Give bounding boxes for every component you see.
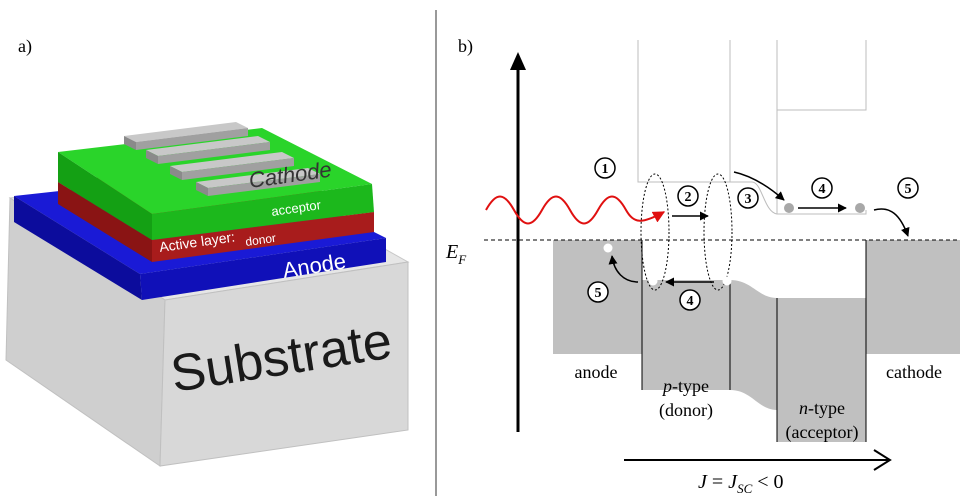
substrate-front-face	[159, 261, 409, 467]
exciton-ellipse	[640, 173, 670, 291]
cathode-strip	[146, 136, 270, 164]
region-label-p-type: p-type	[661, 376, 709, 396]
panel-a-label: a)	[18, 36, 32, 57]
step-marker-5-electron: 5	[897, 177, 919, 199]
hole-extraction-arrow	[608, 255, 639, 283]
photon-wave	[485, 195, 666, 225]
region-label-n-type: n-type	[799, 398, 845, 418]
fermi-level-label: EF	[445, 241, 467, 267]
hole-dot	[722, 276, 732, 286]
panel-b-label: b)	[458, 36, 473, 57]
region-label-donor: (donor)	[659, 400, 713, 421]
region-label-cathode: cathode	[886, 362, 942, 382]
step-marker-4-electron: 4	[811, 177, 833, 199]
hole-dot	[603, 243, 613, 253]
svg-text:4: 4	[687, 294, 694, 309]
cathode-strips	[124, 122, 320, 196]
electron-dot	[855, 203, 865, 213]
svg-text:4: 4	[819, 182, 826, 197]
region-label-acceptor: (acceptor)	[786, 422, 859, 443]
region-label-anode: anode	[575, 362, 618, 382]
electron-extraction-arrow	[873, 208, 910, 237]
step-marker-5-hole: 5	[587, 281, 609, 303]
band-diagram-fill	[553, 240, 960, 442]
step-marker-2: 2	[677, 185, 699, 207]
hole-dot	[648, 276, 658, 286]
lumo-outline-upper	[637, 40, 867, 183]
svg-text:3: 3	[745, 192, 752, 207]
donor-front-face	[152, 212, 374, 262]
acceptor-left-face	[58, 152, 152, 240]
acceptor-label: acceptor	[270, 197, 322, 219]
energy-axis-arrowhead	[510, 52, 526, 70]
donor-label: donor	[244, 231, 276, 249]
step-marker-1: 1	[594, 157, 616, 179]
current-label: J = JSC < 0	[698, 471, 784, 496]
svg-text:2: 2	[685, 190, 692, 205]
anode-front-face	[140, 238, 386, 300]
svg-text:5: 5	[905, 182, 912, 197]
current-direction-arrowhead	[873, 449, 892, 471]
cathode-strip	[124, 122, 248, 150]
step-marker-4-hole: 4	[679, 289, 701, 311]
cathode-strip	[170, 152, 294, 180]
donor-left-face	[58, 182, 152, 262]
cathode-strip	[196, 168, 320, 196]
anode-left-face	[14, 196, 142, 300]
exciton-ellipse	[703, 173, 733, 291]
svg-text:1: 1	[602, 162, 609, 177]
charge-transfer-arrow	[733, 171, 785, 201]
step-marker-3: 3	[737, 187, 759, 209]
acceptor-front-face	[152, 184, 374, 240]
electron-dot	[784, 203, 794, 213]
panel-b: b) EF	[445, 36, 960, 496]
panel-a: a) Substrate Anode donor Active laye	[5, 36, 410, 467]
svg-text:5: 5	[595, 286, 602, 301]
